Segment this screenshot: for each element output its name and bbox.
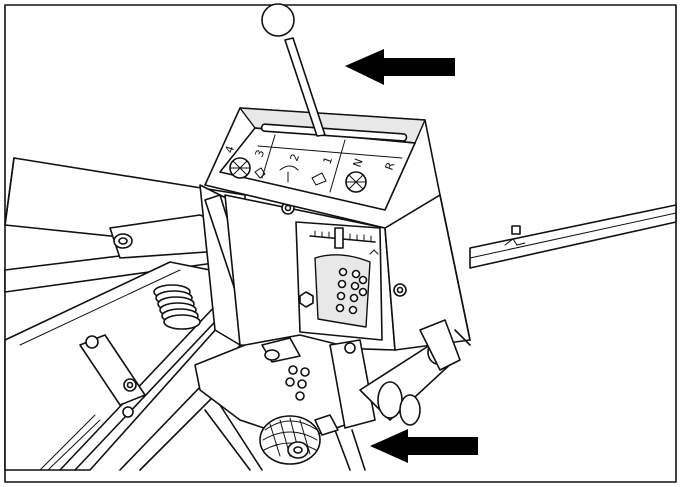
knurled-knob-icon xyxy=(259,415,321,465)
turtle-icon xyxy=(311,172,327,186)
rabbit-icon xyxy=(254,167,266,179)
lower-bracket xyxy=(194,334,376,471)
gear-label-reverse: R xyxy=(383,160,398,172)
arrow-left-icon xyxy=(370,429,478,463)
gear-label-1: 1 xyxy=(321,155,336,166)
knurled-knob xyxy=(259,414,339,465)
tractor-icon xyxy=(279,165,299,183)
frame-border xyxy=(4,4,677,483)
gear-label-3: 3 xyxy=(253,148,268,159)
shift-gate-plate: 4 3 2 1 N R xyxy=(204,107,441,229)
gear-label-4: 4 xyxy=(223,144,238,155)
gear-label-2: 2 xyxy=(288,152,303,163)
shaft xyxy=(359,319,461,426)
arrow-left-icon xyxy=(345,49,455,85)
shift-lever xyxy=(261,3,326,137)
shift-lever-icon xyxy=(261,3,295,37)
coil-spring xyxy=(153,284,201,330)
speed-scale-panel xyxy=(295,221,383,341)
